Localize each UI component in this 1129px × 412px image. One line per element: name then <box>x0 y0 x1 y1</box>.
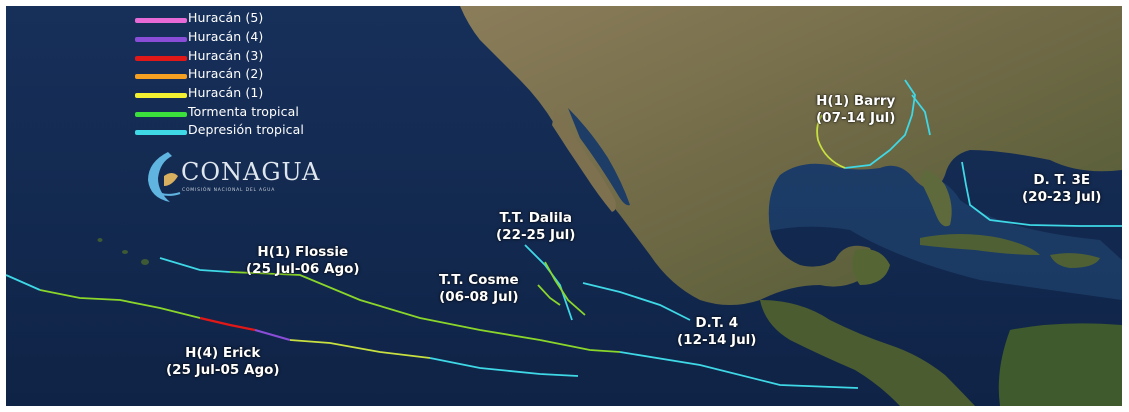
legend-swatch-h3 <box>135 56 187 61</box>
track-erick-h4 <box>254 328 291 342</box>
storm-label-erick: H(4) Erick (25 Jul-05 Ago) <box>166 345 280 379</box>
track-flossie-h1 <box>229 271 541 341</box>
south-america <box>998 323 1122 406</box>
legend-swatch-h5 <box>135 18 187 23</box>
legend-swatch-h2 <box>135 74 187 79</box>
storm-name: H(1) Barry <box>816 93 896 109</box>
conagua-logo-subtitle: COMISIÓN NACIONAL DEL AGUA <box>182 188 276 193</box>
legend-label-h5: Huracán (5) <box>188 10 264 25</box>
track-barry <box>844 79 916 169</box>
track-flossie-td <box>619 351 859 389</box>
storm-name: H(1) Flossie <box>257 244 349 260</box>
north-america-land <box>460 6 1122 305</box>
legend-label-ts: Tormenta tropical <box>188 104 299 119</box>
central-america <box>760 300 975 406</box>
hawaii-island <box>97 238 103 242</box>
storm-name: H(4) Erick <box>185 345 261 361</box>
baja-california <box>552 110 616 212</box>
legend-swatch-h4 <box>135 37 187 42</box>
track-dt4 <box>582 282 691 321</box>
storm-dates: (07-14 Jul) <box>816 110 896 126</box>
storm-dates: (06-08 Jul) <box>439 289 519 305</box>
storm-dates: (25 Jul-06 Ago) <box>246 261 360 277</box>
storm-label-barry: H(1) Barry (07-14 Jul) <box>816 93 895 127</box>
track-barry-h1 <box>816 114 846 169</box>
yucatan <box>852 249 890 285</box>
florida <box>920 170 952 227</box>
storm-name: T.T. Dalila <box>499 210 573 226</box>
track-barry-td2 <box>911 94 931 136</box>
legend-label-h2: Huracán (2) <box>188 66 264 81</box>
track-dt3e <box>961 161 1122 227</box>
legend-label-h3: Huracán (3) <box>188 48 264 63</box>
storm-label-flossie: H(1) Flossie (25 Jul-06 Ago) <box>246 244 360 278</box>
storm-name: T.T. Cosme <box>439 272 519 288</box>
hawaii-island <box>122 250 128 254</box>
storm-label-cosme: T.T. Cosme (06-08 Jul) <box>439 272 519 306</box>
storm-dates: (22-25 Jul) <box>496 227 576 243</box>
legend-swatch-ts <box>135 112 187 117</box>
track-flossie <box>159 257 231 273</box>
track-cosme <box>537 284 561 306</box>
legend-swatch-td <box>135 130 187 135</box>
storm-dates: (12-14 Jul) <box>677 332 757 348</box>
track-erick-td2 <box>429 357 579 377</box>
track-dalila-ts <box>544 261 586 316</box>
legend-swatch-h1 <box>135 93 187 98</box>
gulf-water <box>690 153 1122 300</box>
legend-label-td: Depresión tropical <box>188 122 304 137</box>
storm-dates: (25 Jul-05 Ago) <box>166 362 280 378</box>
track-flossie-ts <box>539 339 621 353</box>
hawaii-island <box>141 259 149 265</box>
track-erick-h3 <box>199 316 256 332</box>
track-erick-td <box>5 274 41 291</box>
storm-label-dalila: T.T. Dalila (22-25 Jul) <box>496 210 575 244</box>
storm-dates: (20-23 Jul) <box>1022 189 1102 205</box>
conagua-logo-mark <box>148 152 181 202</box>
conagua-logo-text: CONAGUA <box>181 158 321 186</box>
cuba <box>920 234 1040 255</box>
gulf-of-california <box>568 108 630 206</box>
storm-label-dt4: D.T. 4 (12-14 Jul) <box>677 315 756 349</box>
hispaniola <box>1050 253 1100 268</box>
storm-name: D. T. 3E <box>1033 172 1091 188</box>
storm-name: D.T. 4 <box>695 315 739 331</box>
legend-label-h4: Huracán (4) <box>188 29 264 44</box>
storm-label-dt3e: D. T. 3E (20-23 Jul) <box>1022 172 1101 206</box>
legend-label-h1: Huracán (1) <box>188 85 264 100</box>
track-erick-h1 <box>289 339 431 359</box>
track-erick-ts <box>39 289 201 319</box>
